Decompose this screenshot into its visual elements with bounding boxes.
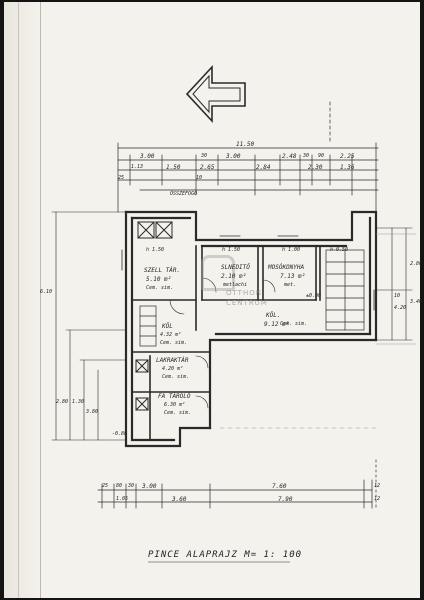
height-mark-mid: h 1.50 [222,247,241,253]
bottom-dim-3: 30 [128,483,135,489]
bottom-dim-1: 25 [102,483,109,489]
room-name-1: SZELL TÁR. [144,267,181,274]
dim-mid-6: 1.36 [340,164,355,171]
height-mark-stair: h 0.50 [330,247,349,253]
chimney-blocks [135,221,173,411]
left-dim-3: 1.30 [72,399,85,405]
door-swings [169,277,276,409]
interior-walls [131,245,321,441]
right-dim-4: 4.20 [394,305,407,311]
faint-context-lines [219,233,417,429]
bottom-dim-4: 3.00 [142,483,157,490]
dim-top-6: 90 [318,153,325,159]
room-floor-7: Cem. sim. [164,410,192,416]
bottom-dim-8: 3.60 [172,496,187,503]
right-dimension-lines [375,227,413,341]
dim-top-7: 2.25 [340,153,355,160]
room-name-4: KÖL. [266,312,281,319]
bottom-dim-10: 12 [374,496,381,502]
room-floor-2: metlachi [223,282,248,288]
watermark-text-line2: CENTRUM [226,299,268,307]
dim-top-3: 3.00 [226,153,241,160]
binder-margin [4,2,41,598]
bottom-dim-5: 7.60 [272,483,287,490]
bottom-dim-6: 12 [374,483,381,489]
room-floor-1: Cem. sim. [146,285,174,291]
room-floor-6: Cem. sim. [162,374,190,380]
room-floor-5: Cem. sim. [160,340,188,346]
room-area-7: 6.30 m² [164,402,186,408]
level-mark-mid: ±0.00 [306,293,322,299]
room-name-2: SLNEDITŐ [221,264,250,271]
room-area-4: 9.12 m² [264,321,290,328]
bottom-dim-9: 7.90 [278,496,293,503]
room-floor-3: met. [284,282,297,288]
dim-low-2: 10 [196,175,203,181]
binder-edge-line [18,2,19,598]
staircase [139,249,365,347]
dim-mid-4: 2.84 [256,164,271,171]
top-dimension-lines [117,101,379,213]
bottom-dimension-lines [97,459,377,509]
right-dim-1: 2.80 [410,261,423,267]
bottom-dim-7: 1.05 [116,496,129,502]
room-name-7: FA TÁROLÓ [158,393,191,400]
left-dimension-lines [51,211,127,441]
room-name-3: MOSÓKONYHA [268,264,305,271]
dim-low-1: 25 [118,175,125,181]
right-dim-3: 10 [394,293,401,299]
drawing-title: PINCE ALAPRAJZ M= 1: 100 [148,550,303,560]
left-dim-4: 3.80 [86,409,99,415]
dim-mid-2: 1.50 [166,164,181,171]
room-name-5: KŐL [162,323,173,330]
left-dim-2: 2.80 [56,399,69,405]
dim-mid-3: 2.65 [200,164,215,171]
watermark-house-icon [201,255,235,291]
watermark-text-line1: OTTHON [226,289,262,297]
room-area-6: 4.20 m² [162,366,184,372]
window-marks [121,235,375,311]
level-mark-left: -0.80 [112,431,128,437]
bottom-dim-2: 80 [116,483,123,489]
dim-top-5: 30 [303,153,310,159]
dim-top-1: 3.00 [140,153,155,160]
direction-arrow-icon [185,64,246,124]
height-mark-left: h 1.50 [146,247,165,253]
chimney-label: ÖSSZEFOGÓ [170,191,198,197]
dim-mid-1: 1.13 [131,164,144,170]
right-dim-2: 3.40 [410,299,423,305]
room-area-3: 7.13 m² [280,273,306,280]
height-mark-right: h 1.00 [282,247,301,253]
room-area-2: 2.10 m² [221,273,247,280]
dim-mid-5: 2.30 [308,164,323,171]
left-dim-1: 6.10 [40,289,53,295]
room-name-6: LAKRAKTÁR [156,357,189,364]
dim-top-2: 30 [201,153,208,159]
room-floor-4: Cem. sim. [280,321,308,327]
room-area-5: 4.32 m² [160,332,182,338]
room-area-1: 5.10 m² [146,276,172,283]
dim-top-4: 2.48 [282,153,297,160]
dim-overall: 11.50 [236,141,255,148]
